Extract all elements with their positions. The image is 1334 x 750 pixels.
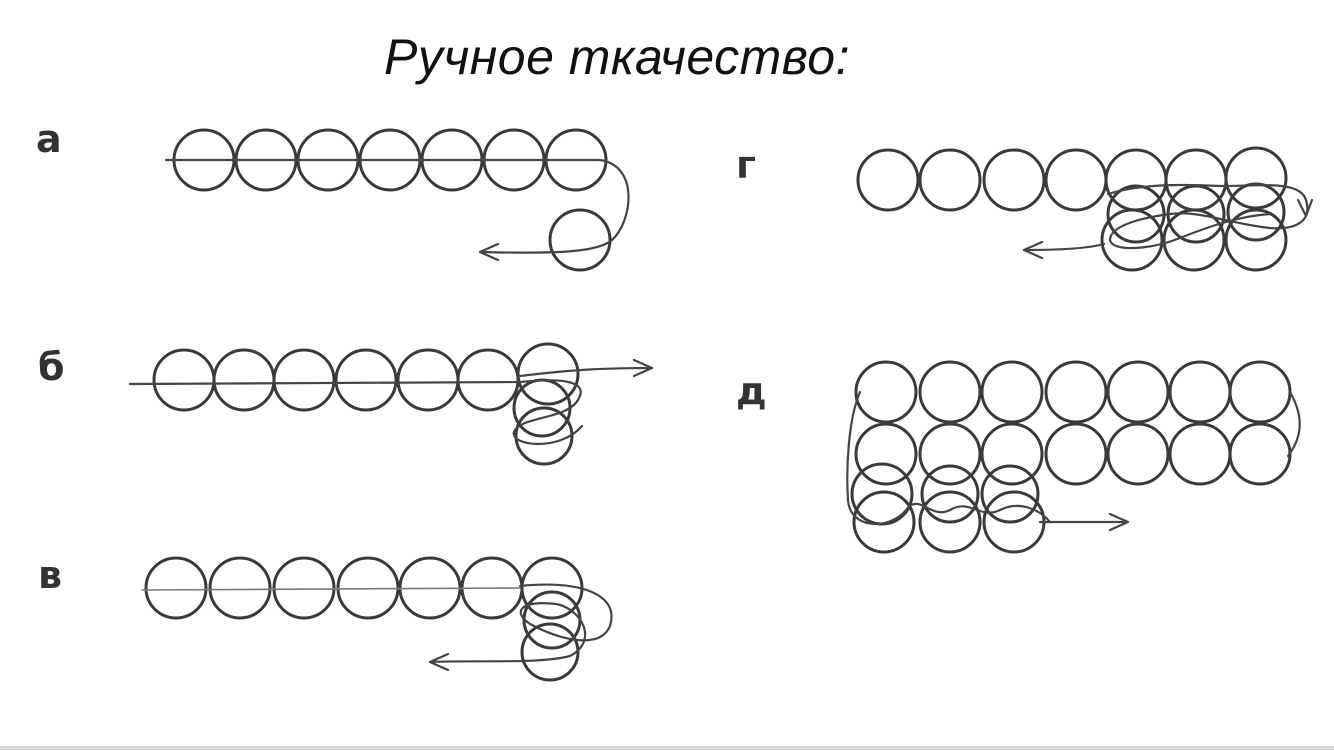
bead	[272, 348, 336, 412]
bead	[212, 348, 276, 412]
thread	[846, 390, 1052, 525]
bead	[1164, 148, 1228, 212]
bead	[1224, 146, 1288, 210]
bead	[1100, 208, 1164, 272]
bead	[516, 342, 580, 406]
bead	[520, 622, 580, 682]
arrow-head	[632, 358, 654, 378]
thread	[164, 158, 630, 254]
thread	[518, 366, 654, 378]
bead	[920, 464, 980, 524]
bead	[396, 348, 460, 412]
bead	[918, 360, 982, 424]
thread	[1022, 242, 1106, 252]
step-v-illustration	[141, 556, 613, 682]
bead	[1226, 182, 1286, 242]
bead	[850, 462, 914, 526]
bead	[1162, 208, 1226, 272]
step-label-d: д	[736, 369, 767, 413]
bead	[520, 556, 584, 620]
arrow-head	[428, 652, 450, 672]
bead	[334, 348, 398, 412]
step-label-a: а	[36, 117, 62, 161]
step-d-illustration	[846, 360, 1301, 554]
bead	[208, 556, 272, 620]
arrow-head	[1022, 240, 1044, 260]
bead	[1228, 360, 1292, 424]
thread	[1286, 390, 1301, 458]
bead	[548, 208, 612, 272]
step-label-g: г	[736, 143, 756, 187]
bead	[1224, 208, 1288, 272]
bead	[1044, 360, 1108, 424]
bead	[1168, 360, 1232, 424]
bead	[456, 348, 520, 412]
step-g-illustration	[856, 146, 1314, 272]
bead	[980, 464, 1040, 524]
thread	[428, 583, 613, 664]
step-a-illustration	[164, 128, 630, 272]
step-label-v: в	[38, 553, 63, 597]
bead	[980, 422, 1044, 486]
arrow-head	[478, 242, 500, 262]
bead	[272, 556, 336, 620]
bead	[1104, 148, 1168, 212]
bead	[982, 148, 1046, 212]
bead	[1168, 422, 1232, 486]
arrow-head	[1296, 198, 1314, 218]
bead	[918, 422, 982, 486]
bead	[152, 348, 216, 412]
bead	[856, 148, 920, 212]
diagram-title: Ручное ткачество:	[384, 29, 850, 85]
bead	[918, 490, 982, 554]
bead	[854, 422, 918, 486]
bead	[144, 556, 208, 620]
bead	[1106, 422, 1170, 486]
bead	[852, 490, 916, 554]
step-label-b: б	[38, 345, 65, 389]
bead	[1044, 148, 1108, 212]
arrow-head	[1108, 512, 1130, 532]
bead	[1228, 422, 1292, 486]
step-b-illustration	[128, 342, 654, 466]
bead	[854, 360, 918, 424]
bead	[1044, 422, 1108, 486]
thread	[1106, 183, 1309, 250]
thread	[141, 587, 521, 591]
bead	[1106, 360, 1170, 424]
bead	[918, 148, 982, 212]
bead	[980, 360, 1044, 424]
thread	[128, 379, 584, 446]
